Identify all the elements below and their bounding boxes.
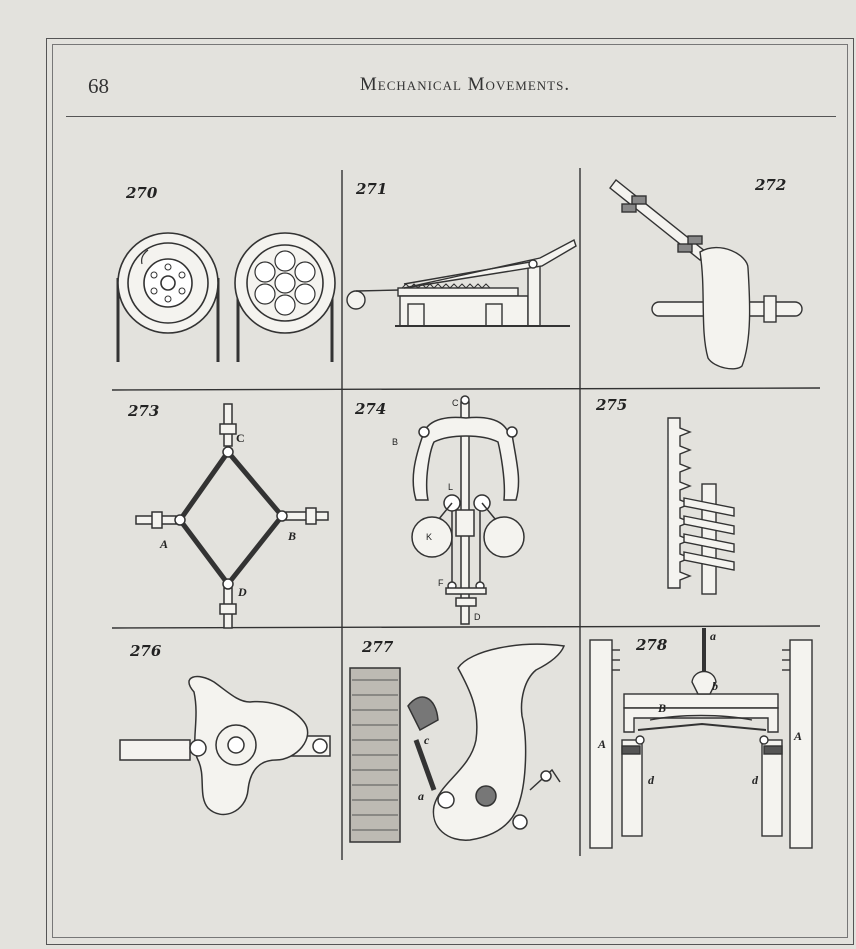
figure-273-rhombus-linkage [135, 403, 329, 629]
grid-line-h1 [111, 387, 821, 391]
figure-number-277: 277 [362, 638, 394, 656]
figure-number-273: 273 [128, 402, 160, 420]
figure-278-label-a-right: A [793, 729, 802, 743]
figure-273-label-c: C [236, 431, 245, 445]
figure-271-lever-press [346, 238, 577, 327]
figure-278-label-a-left: A [597, 737, 606, 751]
page-border-inner [52, 44, 848, 938]
figure-274-label-c: C [452, 398, 459, 408]
figure-277-ratchet-pawl [349, 643, 566, 843]
figure-number-271: 271 [356, 180, 388, 198]
figure-273-label-b: B [287, 529, 296, 543]
figure-number-276: 276 [130, 642, 162, 660]
figure-270-pulleys [116, 232, 336, 362]
figure-number-278: 278 [636, 636, 668, 654]
header-rule [66, 116, 836, 117]
figure-275-rack-worm [667, 417, 735, 595]
figure-274-label-k: K [426, 532, 432, 542]
figure-278-label-d-right: d [752, 773, 759, 787]
figure-273-label-d: D [237, 585, 247, 599]
figure-277-label-c: c [424, 733, 430, 747]
figure-number-274: 274 [355, 400, 387, 418]
figure-274-label-d: D [474, 612, 481, 622]
figure-number-272: 272 [755, 176, 787, 194]
figure-278-label-a: a [710, 629, 716, 643]
page-border-outer [46, 38, 854, 945]
figure-278-clamp-frame [589, 628, 813, 849]
figure-274-governor [411, 395, 525, 625]
page-title: Mechanical Movements. [359, 74, 571, 95]
figure-278-label-d-left: d [648, 773, 655, 787]
figure-number-275: 275 [596, 396, 628, 414]
figure-274-label-l: L [448, 482, 453, 492]
figure-276-three-arm-crank [119, 675, 331, 816]
figure-273-label-a: A [159, 537, 168, 551]
grid-line-h2 [111, 625, 821, 629]
figure-277-label-a: a [418, 789, 424, 803]
figure-278-label-b: b [712, 679, 718, 693]
figure-272-cam-shaft [609, 179, 803, 370]
figure-274-label-f: F [438, 578, 444, 588]
figure-278-label-b-upper: B [657, 701, 666, 715]
page-number: 68 [88, 74, 109, 98]
figure-number-270: 270 [126, 184, 158, 202]
figure-274-label-b: B [392, 437, 398, 447]
